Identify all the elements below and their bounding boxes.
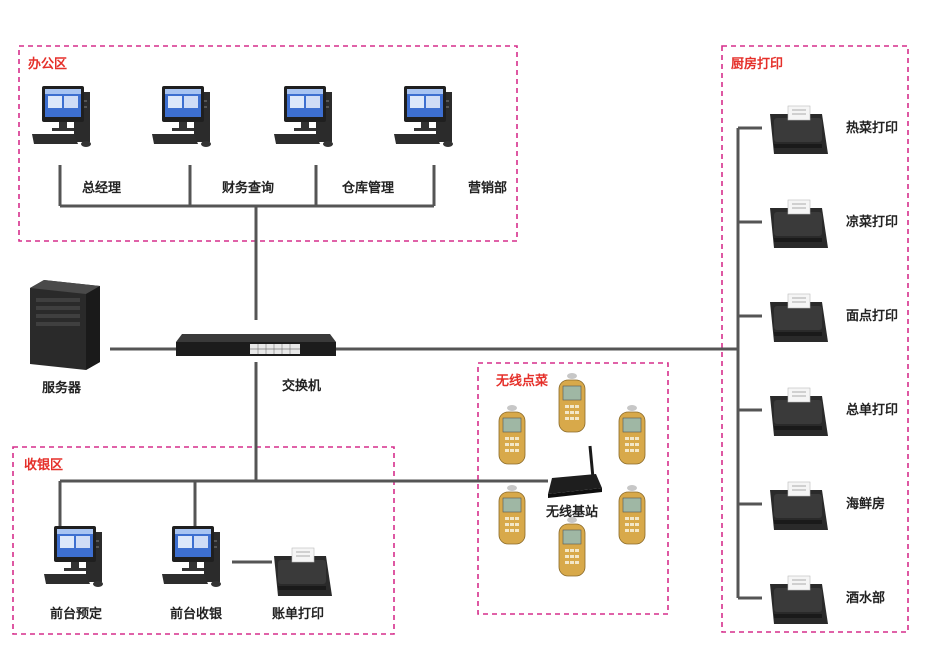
- handset-icon: [498, 484, 526, 545]
- server-tower-icon: [30, 280, 100, 370]
- zone-borders: [12, 45, 909, 635]
- bill-printer-icon: [273, 547, 333, 597]
- office-pc-finance: [152, 86, 211, 147]
- cashier-zone: [12, 446, 395, 635]
- kitchen-printer-icon: [769, 105, 829, 155]
- cashier-pc-checkout: [162, 526, 221, 587]
- kitchen-zone-title: 厨房打印: [731, 56, 783, 72]
- handset-icon: [498, 404, 526, 465]
- office-pc-label: 财务查询: [222, 180, 274, 196]
- handset-icon: [618, 404, 646, 465]
- office-pc-label: 仓库管理: [341, 180, 394, 196]
- kitchen-printer-label: 海鲜房: [846, 496, 885, 512]
- kitchen-zone: [721, 45, 909, 633]
- wireless-base-label: 无线基站: [545, 504, 598, 520]
- kitchen-printer-icon: [769, 293, 829, 343]
- kitchen-printer-label: 面点打印: [846, 308, 898, 324]
- office-zone-title: 办公区: [28, 56, 67, 72]
- wireless-zone-title: 无线点菜: [495, 373, 548, 389]
- office-pc-label: 总经理: [82, 180, 121, 196]
- kitchen-printer-icon: [769, 481, 829, 531]
- office-pc-marketing: [394, 86, 453, 147]
- server-label: 服务器: [42, 380, 82, 396]
- wireless-router-icon: [548, 445, 602, 498]
- office-zone: [18, 45, 518, 242]
- kitchen-printer-label: 酒水部: [846, 590, 885, 606]
- handset-icon: [558, 372, 586, 433]
- cashier-device-label: 前台预定: [50, 606, 102, 622]
- cashier-pc-reservation: [44, 526, 103, 587]
- kitchen-printer-label: 凉菜打印: [846, 214, 898, 230]
- cashier-zone-title: 收银区: [24, 457, 63, 473]
- office-pc-warehouse: [274, 86, 333, 147]
- kitchen-printer-icon: [769, 199, 829, 249]
- kitchen-printer-icon: [769, 575, 829, 625]
- wireless-zone: [477, 362, 669, 615]
- handset-icon: [618, 484, 646, 545]
- handset-icon: [558, 516, 586, 577]
- cashier-device-label: 前台收银: [170, 606, 223, 622]
- cashier-device-label: 账单打印: [272, 606, 324, 622]
- kitchen-printer-label: 热菜打印: [846, 120, 898, 136]
- network-switch-icon: [176, 334, 336, 356]
- switch-label: 交换机: [282, 378, 321, 394]
- office-pc-general-manager: [32, 86, 91, 147]
- kitchen-printer-label: 总单打印: [846, 402, 898, 418]
- kitchen-printer-icon: [769, 387, 829, 437]
- office-pc-label: 营销部: [468, 180, 507, 196]
- connection-lines: [58, 126, 762, 600]
